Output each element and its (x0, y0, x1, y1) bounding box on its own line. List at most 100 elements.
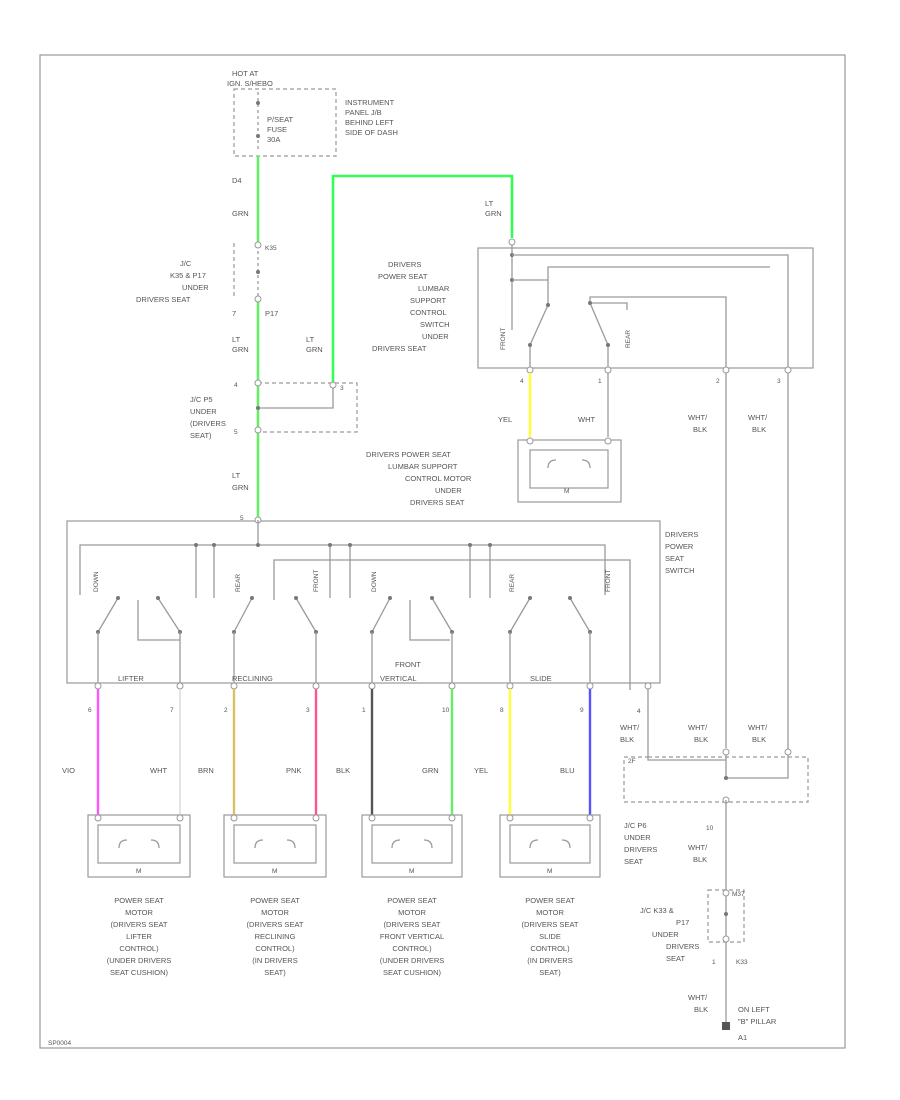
motor-body (97, 824, 181, 864)
motor-wire-pin: 6 (88, 707, 92, 714)
lumbar-sw-l3: LUMBAR (418, 284, 450, 293)
p5-label-4: SEAT) (190, 431, 212, 440)
motors: M POWER SEAT MOTOR (DRIVERS SEAT LIFTER CONTR… (87, 814, 601, 977)
lt-grn-top-2: GRN (485, 209, 502, 218)
motor-symbol: M (136, 868, 141, 875)
motor-symbol: M (272, 868, 277, 875)
feed-pin: D4 (232, 176, 242, 185)
lumbar-motor-symbol: M (564, 488, 569, 495)
motor-wire-pin: 2 (224, 707, 228, 714)
motor-label-line: POWER SEAT (250, 896, 300, 905)
jc-pin-out: P17 (265, 309, 278, 318)
jc-p5: 4 3 5 J/C P5 UNDER (DRIVERS SEAT) (190, 379, 358, 440)
lumbar-sw-l4: SUPPORT (410, 296, 447, 305)
lumbar-wire-r1-1: WHT/ (688, 413, 708, 422)
p6-label-2: UNDER (624, 833, 651, 842)
motor-symbol: M (409, 868, 414, 875)
lt-grn-left-2: GRN (232, 345, 249, 354)
switch-feed-pin: 5 (240, 515, 244, 522)
jb-loc-4: SIDE OF DASH (345, 128, 398, 137)
motor-label-line: (UNDER DRIVERS (107, 956, 172, 965)
motor-label-line: MOTOR (261, 908, 289, 917)
right-gnd-wire-2: BLK (752, 735, 766, 744)
p5-label-1: J/C P5 (190, 395, 213, 404)
feed-color: GRN (232, 209, 249, 218)
motor-label-line: (DRIVERS SEAT (111, 920, 168, 929)
motor-label-line: CONTROL) (119, 944, 159, 953)
lumbar-sw-l6: SWITCH (420, 320, 450, 329)
motor-symbol-arc (529, 839, 571, 849)
right-gnd-wire-1: WHT/ (748, 723, 768, 732)
motor-label-line: (DRIVERS SEAT (522, 920, 579, 929)
jc-pin-in: K35 (265, 245, 277, 252)
lumbar-pos-front: FRONT (500, 328, 507, 350)
motor-connector (361, 814, 463, 878)
p6-pin-in: 2F (628, 758, 636, 765)
motor-label-line: FRONT VERTICAL (380, 932, 444, 941)
motor-body (509, 824, 591, 864)
motor-label-line: (IN DRIVERS (527, 956, 572, 965)
motor-label-line: SEAT CUSHION) (110, 968, 169, 977)
motor-wire-pin: 3 (306, 707, 310, 714)
motor-label-line: SEAT) (264, 968, 286, 977)
pos-label-5: REAR (509, 574, 516, 592)
ign-label: IGN. S/HEBO (227, 79, 273, 88)
switch-pin-ring (506, 682, 514, 690)
motor-label-line: (DRIVERS SEAT (384, 920, 441, 929)
pos-label-6: FRONT (605, 570, 612, 592)
k33-label-3: UNDER (652, 930, 679, 939)
motor-label-line: MOTOR (398, 908, 426, 917)
motor-wire-label: PNK (286, 766, 301, 775)
mid-gnd-wire-2: BLK (694, 735, 708, 744)
k33-label-2: P17 (676, 918, 689, 927)
pos-label-2: REAR (235, 574, 242, 592)
seat-sw-l2: POWER (665, 542, 694, 551)
ground-loc-1: ON LEFT (738, 1005, 770, 1014)
lumbar-pin-3: 2 (716, 378, 720, 385)
lumbar-sw-l8: DRIVERS SEAT (372, 344, 427, 353)
motor-label-line: POWER SEAT (387, 896, 437, 905)
switch-pin-ring (368, 682, 376, 690)
motor-wire-pin: 1 (362, 707, 366, 714)
motor-wire-label: VIO (62, 766, 75, 775)
seat-sw-out-pin: 4 (637, 708, 641, 715)
final-wire-2: BLK (694, 1005, 708, 1014)
motor-terminal (176, 814, 184, 822)
hot-at-label: HOT AT (232, 69, 259, 78)
seat-sw-l1: DRIVERS (665, 530, 698, 539)
p6-label-1: J/C P6 (624, 821, 647, 830)
motor-terminal (94, 814, 102, 822)
p6-label-4: SEAT (624, 857, 643, 866)
motor-label-line: MOTOR (536, 908, 564, 917)
switch-pin-ring (586, 682, 594, 690)
lumbar-motor: M DRIVERS POWER SEAT LUMBAR SUPPORT CONT… (366, 437, 622, 507)
motor-label-line: CONTROL) (392, 944, 432, 953)
motor-3: M POWER SEAT MOTOR (DRIVERS SEAT FRONT VERTI… (361, 814, 463, 977)
ground-id: A1 (738, 1033, 747, 1042)
p5-label-3: (DRIVERS (190, 419, 226, 428)
motor-wire-label: BRN (198, 766, 214, 775)
mid-gnd-wire-1: WHT/ (688, 723, 708, 732)
motor-wire-label: BLU (560, 766, 575, 775)
section-reclining: RECLINING (232, 674, 273, 683)
ground-section: 4 WHT/ BLK WHT/ BLK WHT/ BLK 2F 10 J/C P… (620, 682, 809, 1042)
ground-loc-2: "B" PILLAR (738, 1017, 777, 1026)
lt-grn-mid-1: LT (306, 335, 315, 344)
p5-pin-1: 4 (234, 382, 238, 389)
jb-outline (233, 88, 337, 157)
motor-wire-pin: 7 (170, 707, 174, 714)
motor-label-line: LIFTER (126, 932, 152, 941)
jc-label-1: J/C (180, 259, 192, 268)
p5-pin-3: 5 (234, 429, 238, 436)
lumbar-wire-wht-label: WHT (578, 415, 595, 424)
lumbar-sw-l5: CONTROL (410, 308, 447, 317)
lumbar-motor-l1: DRIVERS POWER SEAT (366, 450, 451, 459)
jc-label-4: DRIVERS SEAT (136, 295, 191, 304)
motor-wire-label: WHT (150, 766, 167, 775)
lumbar-wire-r2-1: WHT/ (748, 413, 768, 422)
motor-symbol-arc (118, 839, 160, 849)
switch-pin-ring (230, 682, 238, 690)
